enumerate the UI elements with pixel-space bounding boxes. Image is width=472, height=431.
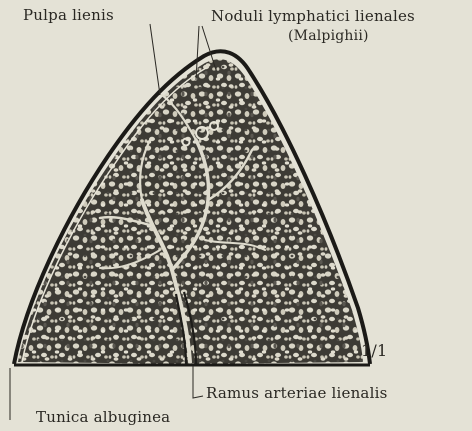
- label-malpighii: (Malpighii): [288, 29, 369, 43]
- pulpa-leader: [150, 24, 160, 95]
- label-tunica-albuginea: Tunica albuginea: [36, 410, 170, 425]
- label-ramus-arteriae: Ramus arteriae lienalis: [206, 386, 387, 401]
- label-pulpa-lienis: Pulpa lienis: [23, 8, 114, 23]
- scale-label: 1/1: [361, 343, 387, 359]
- label-noduli-lymphatici: Noduli lymphatici lienales: [211, 9, 415, 24]
- ramus-leader: [193, 366, 203, 398]
